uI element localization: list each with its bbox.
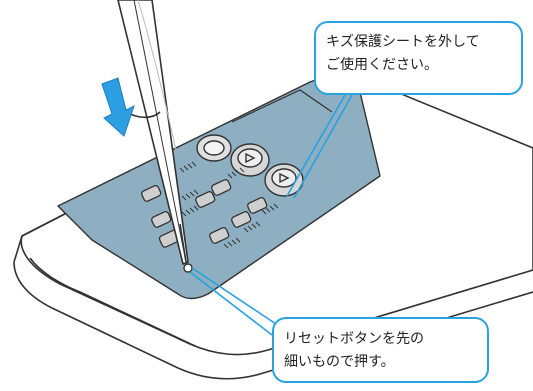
reset-button-callout-line1: リセットボタンを先の: [284, 331, 424, 347]
protective-sheet-callout-line2: ご使用ください。: [326, 57, 438, 73]
protective-sheet-callout-line1: キズ保護シートを外して: [326, 34, 480, 50]
down-arrow-icon: [101, 77, 135, 137]
pen-icon: [117, 0, 189, 265]
rectangular-buttons: [141, 179, 268, 248]
reset-button-callout: リセットボタンを先の 細いもので押す。: [272, 317, 489, 383]
button-markings: [179, 161, 279, 249]
protective-sheet-callout: キズ保護シートを外して ご使用ください。: [314, 21, 523, 95]
leader-lines: [189, 94, 353, 336]
reset-button: [183, 263, 193, 273]
reset-button-callout-line2: 細いもので押す。: [284, 354, 395, 370]
